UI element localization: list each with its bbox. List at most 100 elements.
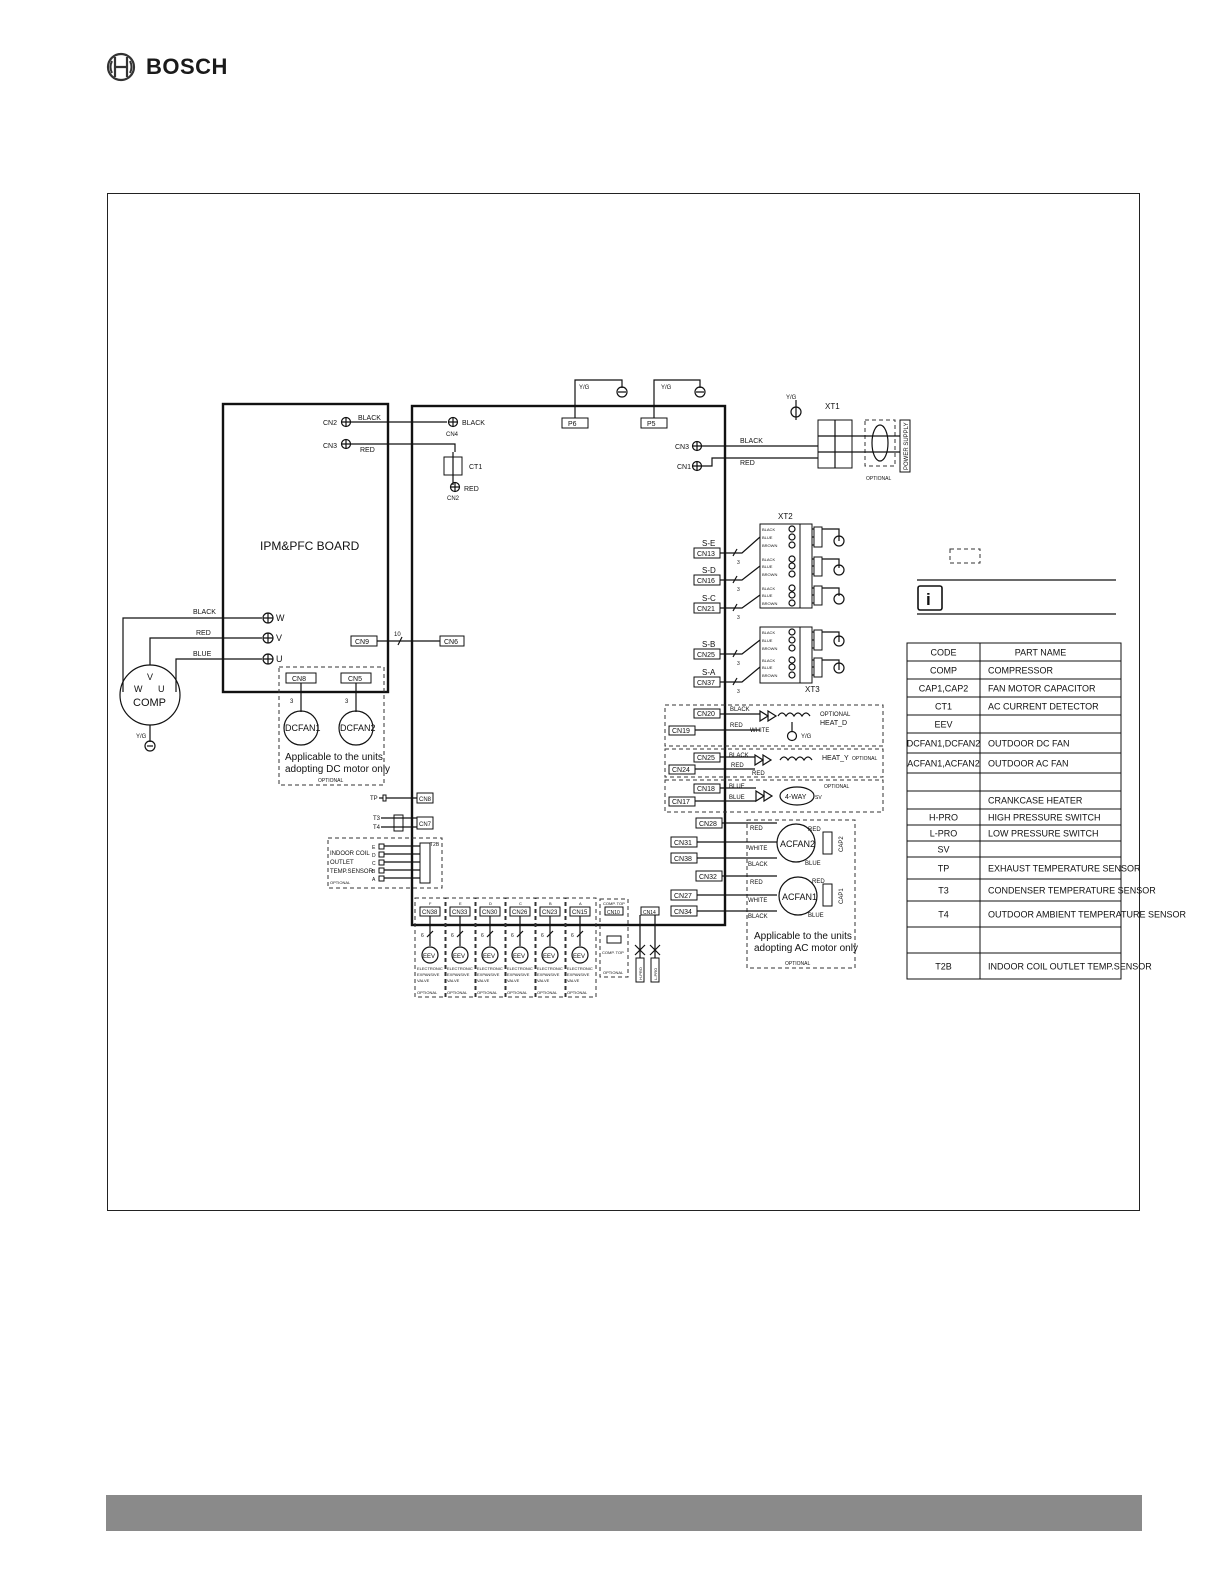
cap1-icon — [822, 883, 833, 907]
optional-symbol — [949, 548, 981, 564]
ground-icon — [616, 386, 628, 398]
part-code: SV — [937, 845, 949, 855]
fourway-sv: SV — [815, 795, 822, 801]
sensor-port-connector: CN25 — [697, 652, 715, 659]
heat-cn19: CN19 — [672, 728, 690, 735]
dcfan1-label: DCFAN1 — [285, 723, 321, 733]
brand-name: BOSCH — [146, 54, 228, 79]
ground-icon — [694, 386, 706, 398]
power-cn1: CN1 — [677, 464, 691, 471]
comp-w-label: W — [134, 684, 143, 694]
eev-connector: CN15 — [572, 910, 588, 916]
comp-u-label: U — [158, 684, 165, 694]
t2b-pin-label: C — [372, 861, 376, 867]
info-icon — [917, 585, 943, 611]
comp-label: COMP — [133, 697, 166, 709]
wire-count: 3 — [737, 587, 740, 593]
wire-color-label: BROWN — [762, 646, 777, 651]
ground-icon — [833, 593, 845, 605]
xt1-label: XT1 — [825, 402, 840, 411]
acfan1-black: BLACK — [748, 914, 768, 920]
wire-count: 3 — [737, 560, 740, 566]
eev-connector: CN23 — [542, 910, 558, 916]
main-p6: P6 — [568, 421, 577, 428]
dc-fan-note-1: Applicable to the units — [285, 752, 383, 763]
valve-icon — [571, 946, 589, 964]
part-code: L-PRO — [930, 829, 958, 839]
part-name: INDOOR COIL OUTLET TEMP.SENSOR — [988, 962, 1152, 972]
acfan2-red: RED — [750, 826, 763, 832]
indoor-sensor-optional: OPTIONAL — [330, 880, 351, 885]
eev-label: EEV — [573, 954, 585, 960]
eev-wire-count: 6 — [511, 933, 514, 939]
part-code: T2B — [935, 962, 952, 972]
ipm-cn8: CN8 — [292, 676, 306, 683]
part-name: HIGH PRESSURE SWITCH — [988, 813, 1101, 823]
wire-black-w: BLACK — [193, 609, 216, 616]
sensor-port-connector: CN21 — [697, 606, 715, 613]
wire-color-label: BLUE — [762, 665, 773, 670]
pressure-cn14: CN14 — [643, 910, 656, 916]
fourway-blue-1: BLUE — [729, 784, 745, 790]
part-name: OUTDOOR AMBIENT TEMPERATURE SENSOR — [988, 910, 1187, 920]
power-black: BLACK — [740, 438, 763, 445]
p5-yg: Y/G — [661, 385, 672, 391]
eev-letter: E — [459, 901, 462, 906]
sensor-port-label: S-D — [702, 566, 716, 575]
indoor-sensor-line-3: TEMP.SENSOR — [330, 869, 374, 875]
part-code: TP — [938, 864, 950, 874]
eev-wire-count: 6 — [571, 933, 574, 939]
compressor: V W U COMP Y/G BLACK RED BLUE — [119, 609, 262, 752]
sensor-t4: T4 — [373, 825, 381, 831]
sensor-port-connector: CN37 — [697, 680, 715, 687]
eev-letter: F — [429, 901, 432, 906]
dc-fan-optional: OPTIONAL — [318, 778, 344, 784]
cap2-icon — [822, 831, 833, 855]
sensor-cn7: CN7 — [419, 822, 432, 828]
eev-optional: OPTIONAL — [477, 990, 498, 995]
eev-wire-count: 6 — [481, 933, 484, 939]
eev-caption: EXPANSIVE — [537, 972, 560, 977]
dc-fan-note-2: adopting DC motor only — [285, 764, 390, 775]
four-way-valve: CN18 CN17 BLUE BLUE 4-WAY SV OPTIONAL — [664, 779, 884, 813]
eev-letter: D — [489, 901, 492, 906]
part-name: EXHAUST TEMPERATURE SENSOR — [988, 864, 1141, 874]
acfan2-white: WHITE — [748, 846, 767, 852]
eev-caption: VALVE — [447, 978, 460, 983]
indoor-sensor-line-2: OUTLET — [330, 860, 354, 866]
dcfan1-count: 3 — [290, 699, 294, 705]
power-supply-label: POWER SUPPLY — [904, 422, 910, 470]
part-name: PART NAME — [1015, 648, 1067, 658]
eev-caption: ELECTRONIC — [507, 966, 533, 971]
eev-optional: OPTIONAL — [507, 990, 528, 995]
part-name: CRANKCASE HEATER — [988, 796, 1083, 806]
part-code: CAP1,CAP2 — [919, 684, 969, 694]
wire-color-label: BLACK — [762, 630, 775, 635]
acfan1-white: WHITE — [748, 898, 767, 904]
eev-letter: C — [519, 901, 522, 906]
dcfan2-label: DCFAN2 — [340, 723, 376, 733]
terminal-v: V — [276, 633, 282, 643]
eev-caption: EXPANSIVE — [567, 972, 590, 977]
part-code: EEV — [934, 720, 952, 730]
wire-count: 3 — [737, 661, 740, 667]
part-code: H-PRO — [929, 813, 958, 823]
eev-optional: OPTIONAL — [537, 990, 558, 995]
t2b-pin-label: A — [372, 877, 376, 883]
eev-label: EEV — [543, 954, 555, 960]
brand-logo: BOSCH — [106, 52, 228, 82]
wire-red-v: RED — [196, 630, 211, 637]
eev-caption: EXPANSIVE — [507, 972, 530, 977]
xt-grounds — [833, 535, 845, 674]
ipm-black-wire: BLACK — [358, 415, 381, 422]
bosch-armature-icon — [106, 52, 136, 82]
heat-y-label: HEAT_Y — [822, 755, 849, 762]
ipm-red-wire: RED — [360, 447, 375, 454]
comp-top-cn10: CN10 — [607, 910, 620, 916]
eev-label: EEV — [453, 954, 465, 960]
part-code: CT1 — [935, 702, 952, 712]
